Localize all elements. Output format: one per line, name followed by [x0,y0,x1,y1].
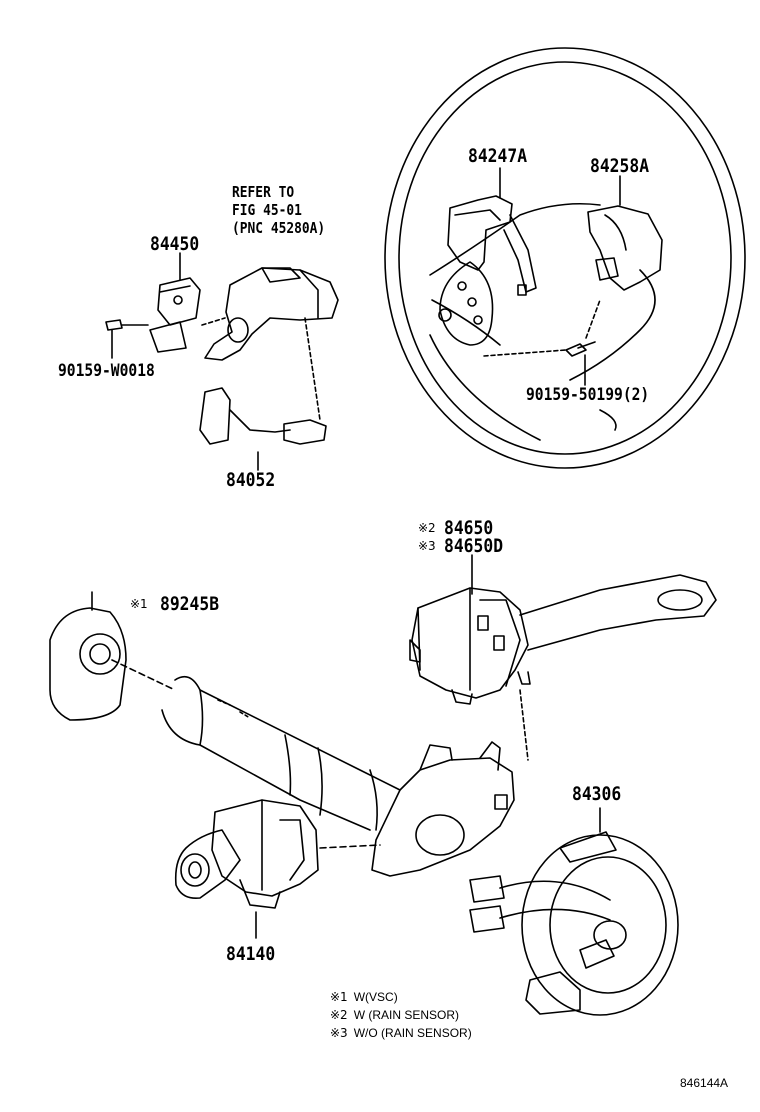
steering-wheel-drawing [385,48,745,468]
right-steering-switch [588,206,662,290]
sensor-89245b-drawing [50,592,175,720]
note-1-mark: ※1 [330,990,348,1004]
refer-line-2: FIG 45-01 [232,201,302,219]
note-mark-3: ※3 [418,539,436,553]
spiral-cable-drawing [470,808,678,1015]
note-mark-1: ※1 [130,597,148,611]
left-steering-switch [448,196,512,270]
part-label-84140[interactable]: 84140 [226,943,276,965]
turn-switch-drawing [176,800,318,938]
part-label-84450[interactable]: 84450 [150,233,200,255]
part-label-84650[interactable]: 84650 [444,517,494,539]
ignition-switch-drawing [106,253,338,470]
note-3-text: W/O (RAIN SENSOR) [353,1026,472,1040]
part-label-84650d[interactable]: 84650D [444,535,504,557]
note-2-mark: ※2 [330,1008,348,1022]
refer-line-1: REFER TO [232,183,295,201]
note-row-3: ※3 W/O (RAIN SENSOR) [330,1026,472,1040]
note-row-1: ※1 W(VSC) [330,990,398,1004]
part-label-84306[interactable]: 84306 [572,783,622,805]
note-2-text: W (RAIN SENSOR) [353,1008,460,1022]
steering-column-drawing [162,677,514,876]
part-label-84258a[interactable]: 84258A [590,155,650,177]
note-3-mark: ※3 [330,1026,348,1040]
part-label-89245b[interactable]: 89245B [160,593,220,615]
part-label-84052[interactable]: 84052 [226,469,276,491]
refer-line-3: (PNC 45280A) [232,219,326,237]
note-mark-2: ※2 [418,521,436,535]
figure-code: 846144A [680,1076,729,1090]
part-label-90159-w0018[interactable]: 90159-W0018 [58,361,155,381]
wiper-switch-drawing [410,555,716,760]
part-label-84247a[interactable]: 84247A [468,145,528,167]
note-row-2: ※2 W (RAIN SENSOR) [330,1008,459,1022]
note-1-text: W(VSC) [353,990,398,1004]
part-label-90159-50199[interactable]: 90159-50199(2) [526,385,650,405]
